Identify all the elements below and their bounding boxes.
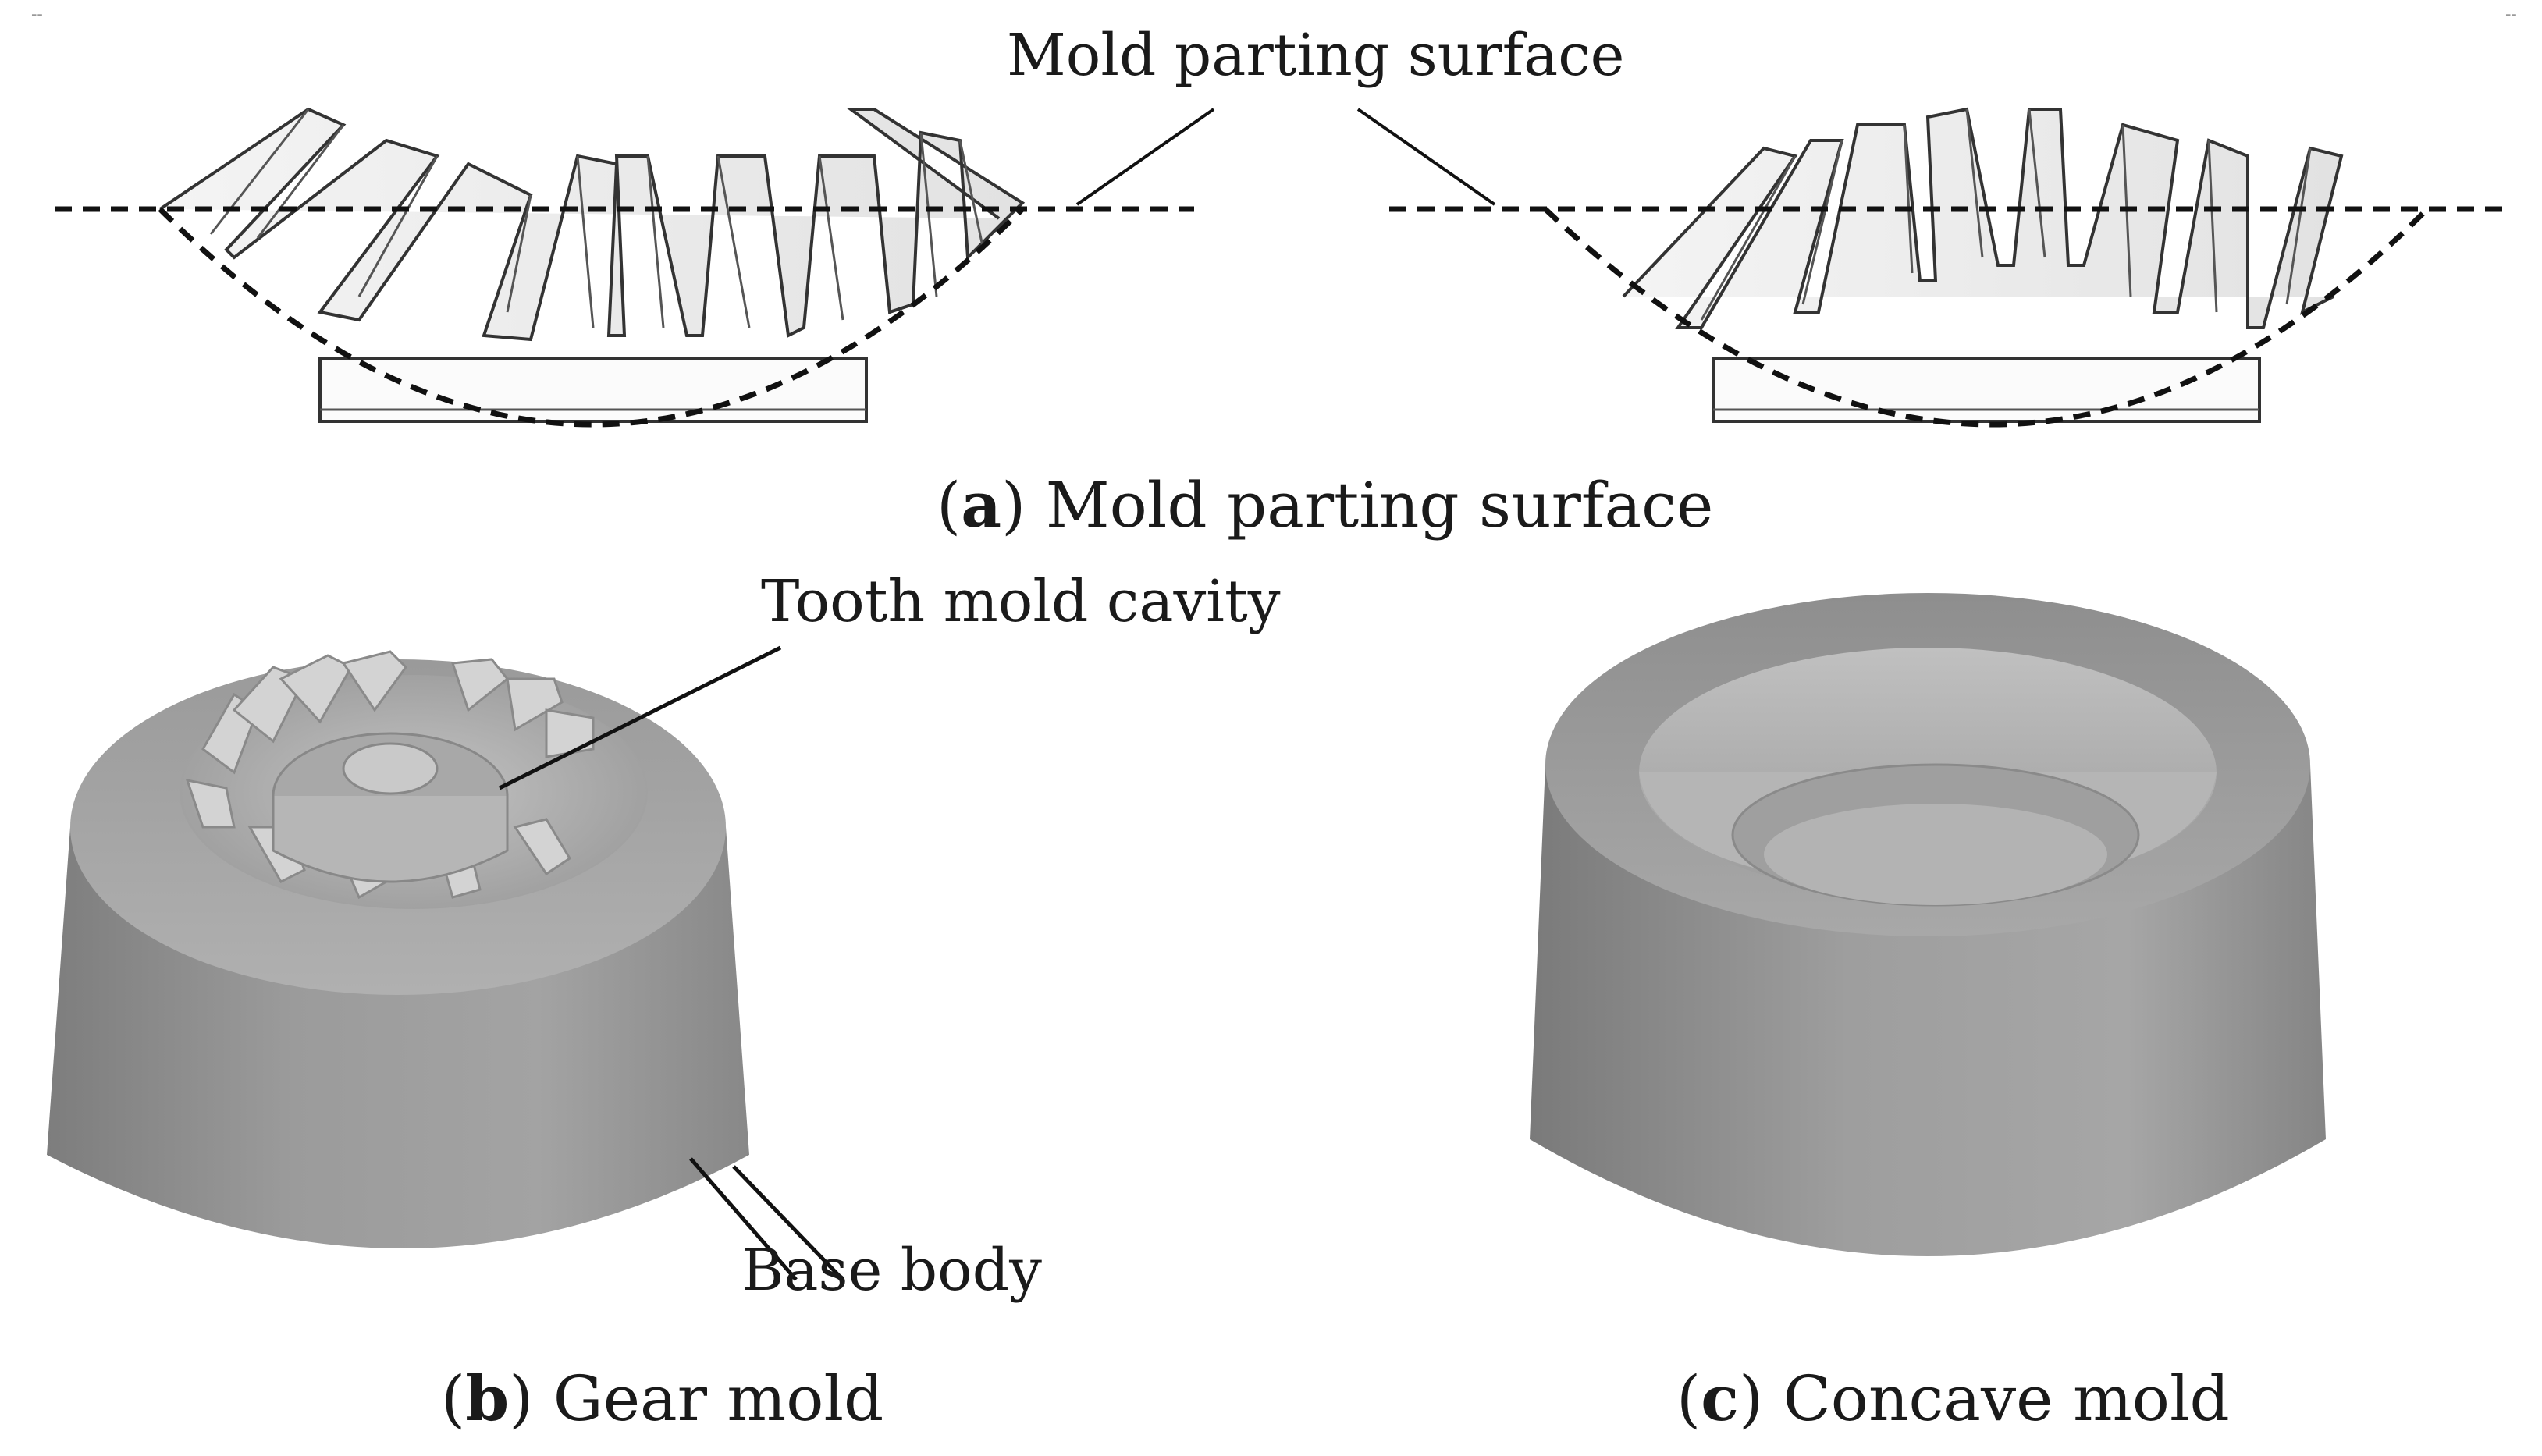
panel-c-caption: (c) Concave mold: [1676, 1362, 2230, 1435]
left-gear-section: [158, 107, 1026, 423]
right-gear-teeth: [1622, 107, 2344, 329]
panel-c-letter: c: [1701, 1362, 1739, 1435]
panel-b-caption-text: Gear mold: [553, 1362, 884, 1435]
corner-mark-right: --: [2505, 5, 2517, 24]
panel-c-drawing: [1530, 593, 2326, 1256]
panel-a-letter: a: [961, 468, 1002, 542]
right-gear-section: [1622, 107, 2344, 423]
panel-b-drawing: [47, 645, 844, 1281]
left-parting-arc: [158, 207, 1025, 428]
right-gear-base: [1712, 357, 2261, 423]
panel-b-caption: (b) Gear mold: [441, 1362, 884, 1435]
corner-mark-left: --: [31, 5, 43, 24]
right-parting-arc: [1543, 207, 2430, 428]
tooth-mold-cavity-annotation: Tooth mold cavity: [761, 568, 1281, 635]
panel-c-caption-text: Concave mold: [1783, 1362, 2230, 1435]
gear-mold-bore: [342, 742, 439, 795]
concave-mold-floor: [1764, 804, 2107, 905]
panel-a-leaders: [1075, 108, 1496, 206]
base-body-annotation: Base body: [741, 1237, 1042, 1304]
left-gear-base: [318, 357, 868, 423]
parting-lines: [55, 206, 2509, 428]
panel-b-letter: b: [465, 1362, 510, 1435]
panel-a-caption-text: Mold parting surface: [1045, 469, 1714, 542]
panel-a-drawing: [55, 107, 2509, 428]
panel-a-caption: (a) Mold parting surface: [937, 468, 1714, 542]
parting-surface-annotation: Mold parting surface: [1007, 22, 1625, 89]
panel-b-leaders: [498, 645, 844, 1281]
